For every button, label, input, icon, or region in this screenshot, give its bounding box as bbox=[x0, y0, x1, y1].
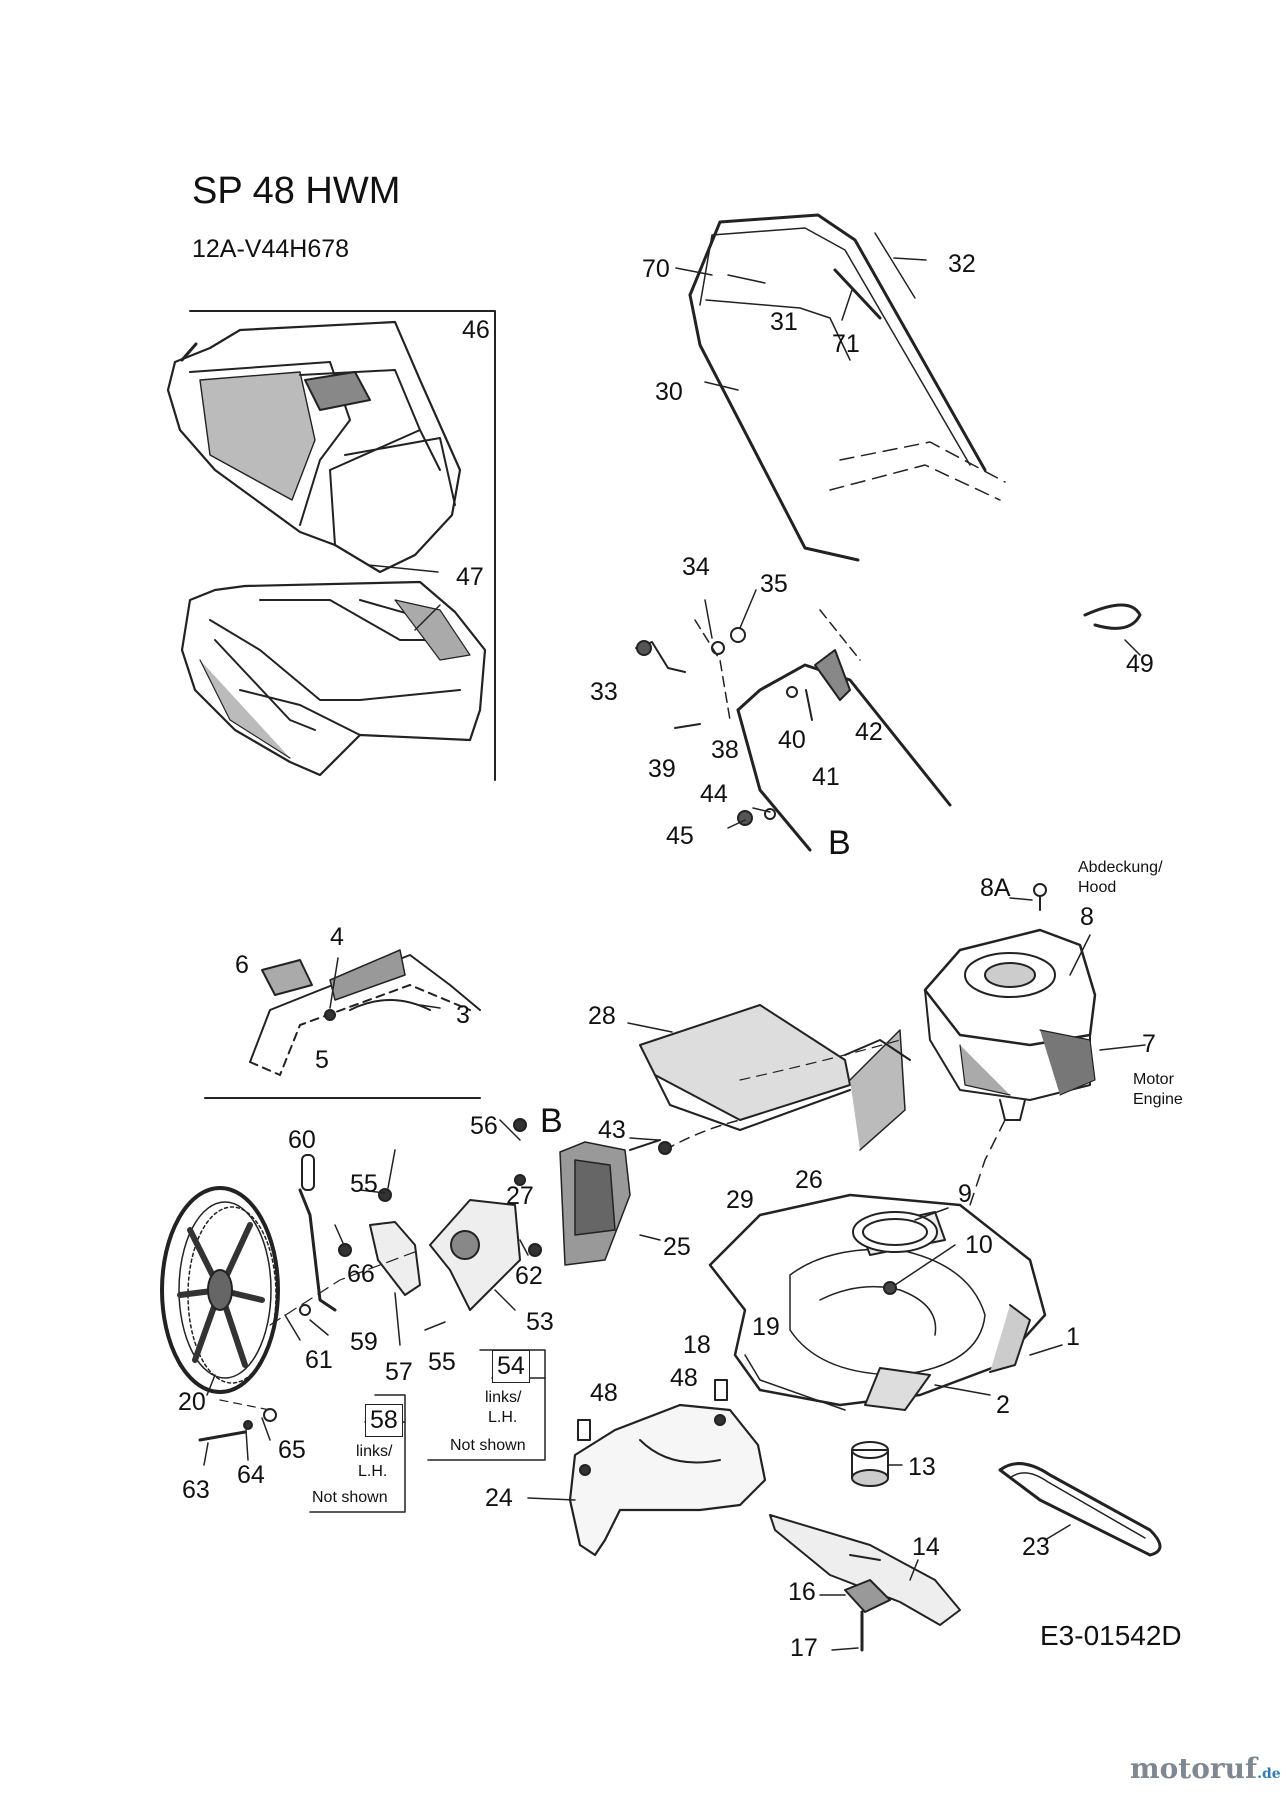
drawing-code: E3-01542D bbox=[1040, 1620, 1182, 1651]
callout-5: 5 bbox=[315, 1046, 329, 1074]
callout-53: 53 bbox=[526, 1308, 554, 1336]
callout-19: 19 bbox=[752, 1313, 780, 1341]
callout-29: 29 bbox=[726, 1186, 754, 1214]
callout-39: 39 bbox=[648, 755, 676, 783]
callout-26: 26 bbox=[795, 1166, 823, 1194]
callout-32: 32 bbox=[948, 250, 976, 278]
callout-64: 64 bbox=[237, 1461, 265, 1489]
callout-8: 8 bbox=[1080, 903, 1094, 931]
callout-47: 47 bbox=[456, 563, 484, 591]
callout-45: 45 bbox=[666, 822, 694, 850]
callout-17: 17 bbox=[790, 1634, 818, 1662]
callout-23: 23 bbox=[1022, 1533, 1050, 1561]
watermark-logo: motoruf.de bbox=[1130, 1755, 1281, 1783]
callout-38: 38 bbox=[711, 736, 739, 764]
box-label-58: 58 bbox=[365, 1404, 403, 1437]
watermark-brand: motoruf bbox=[1130, 1752, 1258, 1785]
callout-2: 2 bbox=[996, 1391, 1010, 1419]
callout-24: 24 bbox=[485, 1484, 513, 1512]
callout-10: 10 bbox=[965, 1231, 993, 1259]
callout-63: 63 bbox=[182, 1476, 210, 1504]
callout-20: 20 bbox=[178, 1388, 206, 1416]
callout-35: 35 bbox=[760, 570, 788, 598]
box58-label-en: L.H. bbox=[358, 1463, 388, 1480]
callout-27: 27 bbox=[506, 1182, 534, 1210]
callout-59: 59 bbox=[350, 1328, 378, 1356]
diagram-title: SP 48 HWM bbox=[192, 170, 401, 212]
deck-group bbox=[710, 1195, 1062, 1410]
callout-9: 9 bbox=[958, 1180, 972, 1208]
callout-55-lower: 55 bbox=[428, 1348, 456, 1376]
callout-44: 44 bbox=[700, 780, 728, 808]
callout-14: 14 bbox=[912, 1533, 940, 1561]
upper-handle-group bbox=[676, 215, 1005, 560]
grass-catcher-group bbox=[168, 311, 495, 780]
engine-group bbox=[925, 884, 1145, 1205]
lower-handle-group bbox=[636, 590, 950, 850]
callout-28: 28 bbox=[588, 1002, 616, 1030]
callout-43: 43 bbox=[598, 1116, 626, 1144]
callout-3: 3 bbox=[456, 1001, 470, 1029]
callout-16: 16 bbox=[788, 1578, 816, 1606]
callout-7: 7 bbox=[1142, 1030, 1156, 1058]
callout-65: 65 bbox=[278, 1436, 306, 1464]
callout-48-right: 48 bbox=[670, 1364, 698, 1392]
deflector-and-drive-group bbox=[500, 1005, 910, 1265]
callout-18: 18 bbox=[683, 1331, 711, 1359]
skid-plate-group bbox=[528, 1380, 765, 1555]
callout-34: 34 bbox=[682, 553, 710, 581]
detail-marker-b-lower: B bbox=[540, 1102, 563, 1140]
engine-label-de: Motor bbox=[1133, 1071, 1174, 1088]
callout-56: 56 bbox=[470, 1112, 498, 1140]
callout-42: 42 bbox=[855, 718, 883, 746]
callout-61: 61 bbox=[305, 1346, 333, 1374]
box54-label-en: L.H. bbox=[488, 1409, 518, 1426]
box58-label-de: links/ bbox=[356, 1443, 393, 1460]
callout-8a: 8A bbox=[980, 874, 1011, 902]
hood-label-en: Hood bbox=[1078, 879, 1117, 896]
callout-71: 71 bbox=[832, 330, 860, 358]
detail-marker-b-upper: B bbox=[828, 824, 851, 862]
catcher-bag-top bbox=[168, 322, 460, 572]
box-label-54: 54 bbox=[492, 1350, 530, 1383]
box54-not-shown: Not shown bbox=[450, 1437, 526, 1454]
callout-25: 25 bbox=[663, 1233, 691, 1261]
watermark-tld: .de bbox=[1257, 1766, 1281, 1782]
callout-40: 40 bbox=[778, 726, 806, 754]
callout-57: 57 bbox=[385, 1358, 413, 1386]
callout-49: 49 bbox=[1126, 650, 1154, 678]
callout-46: 46 bbox=[462, 316, 490, 344]
box54-label-de: links/ bbox=[485, 1389, 522, 1406]
callout-62: 62 bbox=[515, 1262, 543, 1290]
callout-6: 6 bbox=[235, 951, 249, 979]
engine-label-en: Engine bbox=[1133, 1091, 1183, 1108]
callout-60: 60 bbox=[288, 1126, 316, 1154]
hood-label-de: Abdeckung/ bbox=[1078, 859, 1163, 876]
callout-70: 70 bbox=[642, 255, 670, 283]
callout-55-upper: 55 bbox=[350, 1170, 378, 1198]
catcher-bag-bottom bbox=[182, 582, 485, 775]
callout-31: 31 bbox=[770, 308, 798, 336]
model-number: 12A-V44H678 bbox=[192, 235, 350, 263]
callout-30: 30 bbox=[655, 378, 683, 406]
callout-13: 13 bbox=[908, 1453, 936, 1481]
callout-33: 33 bbox=[590, 678, 618, 706]
callout-66: 66 bbox=[347, 1260, 375, 1288]
rear-flap-group bbox=[205, 950, 480, 1098]
callout-48-left: 48 bbox=[590, 1379, 618, 1407]
callout-1: 1 bbox=[1066, 1323, 1080, 1351]
wheel-group bbox=[162, 1119, 541, 1465]
callout-4: 4 bbox=[330, 923, 344, 951]
catcher-frame-line bbox=[190, 311, 495, 780]
clip-49 bbox=[1085, 605, 1140, 628]
box58-not-shown: Not shown bbox=[312, 1489, 388, 1506]
callout-41: 41 bbox=[812, 763, 840, 791]
blade-group bbox=[770, 1442, 1160, 1650]
